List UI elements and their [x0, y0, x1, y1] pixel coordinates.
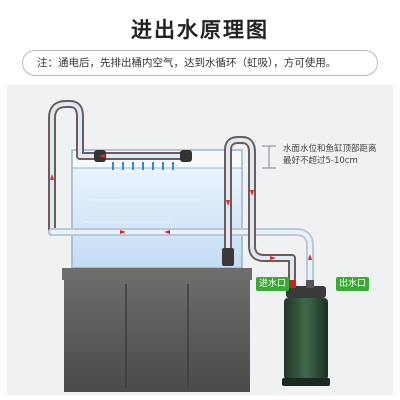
spray-jet: [172, 162, 174, 170]
filter-base: [282, 378, 330, 386]
aquarium-cabinet: [62, 268, 252, 392]
spray-jet: [132, 162, 134, 170]
flow-arrow: [164, 230, 170, 234]
filter-canister-body: [284, 298, 328, 380]
aquarium-tank: [71, 149, 243, 269]
spray-jet: [112, 162, 114, 170]
spray-jet: [142, 162, 144, 170]
usage-note: 注：通电后，先排出桶内空气，达到水循环（虹吸），方可使用。: [22, 50, 378, 76]
canister-filter: [282, 280, 330, 386]
filter-head: [286, 286, 326, 298]
water-level-dimension: [262, 145, 276, 169]
flow-arrow: [308, 254, 312, 260]
page-title: 进出水原理图: [131, 18, 269, 42]
outlet-return-pipe: [48, 100, 314, 294]
flow-arrows: [50, 154, 312, 260]
flow-arrow: [120, 230, 126, 234]
spray-jet: [162, 162, 164, 170]
cabinet-top: [62, 268, 252, 280]
spray-jet: [152, 162, 154, 170]
flow-arrow: [270, 256, 276, 260]
spray-jet: [122, 162, 124, 170]
flow-arrow: [99, 154, 105, 158]
inlet-label: 进水口: [256, 277, 290, 291]
filter-outlet-valve: [306, 280, 314, 288]
water-level-note: 水面水位和鱼缸顶部距离 最好不超过5-10cm: [283, 143, 395, 167]
intake-strainer: [222, 248, 234, 266]
water-level-note-line2: 最好不超过5-10cm: [283, 156, 358, 166]
suction-cup: [180, 150, 192, 162]
water-level-note-line1: 水面水位和鱼缸顶部距离: [283, 144, 377, 154]
outlet-label: 出水口: [336, 277, 370, 291]
tank-water: [72, 168, 242, 268]
flow-arrow: [50, 174, 54, 180]
cabinet-body: [64, 280, 250, 392]
filter-inlet-valve: [288, 280, 296, 288]
flow-arrow: [226, 200, 230, 206]
flow-arrow: [250, 190, 254, 196]
inlet-intake-pipe: [222, 136, 296, 294]
